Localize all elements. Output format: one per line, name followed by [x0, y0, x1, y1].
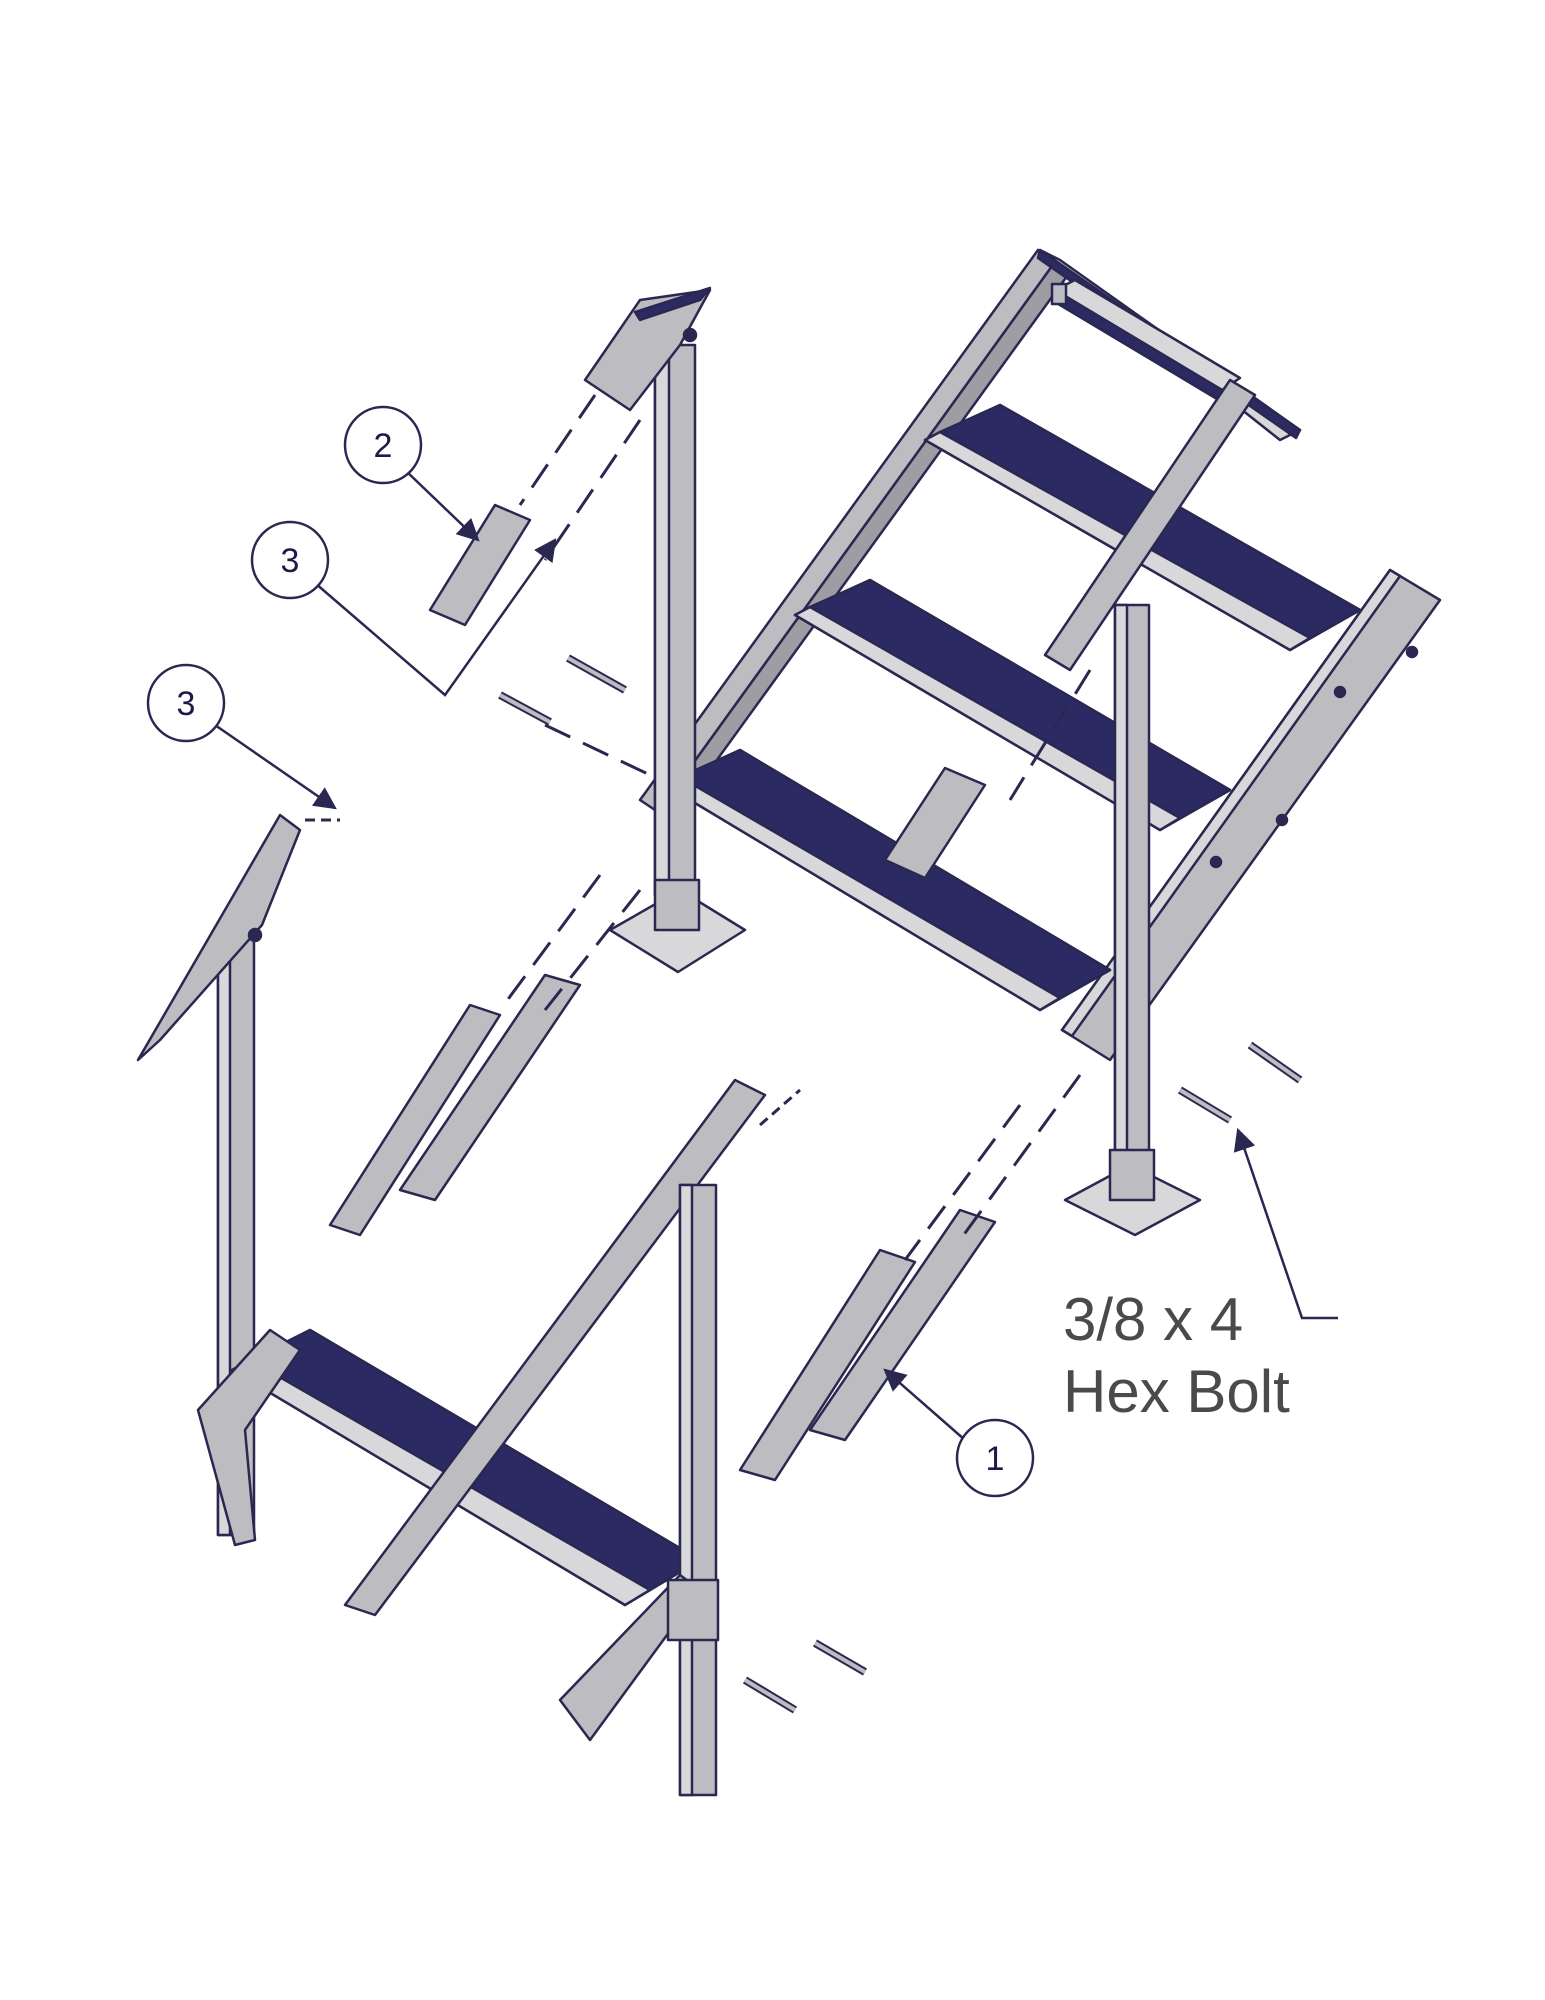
leader-callout-3-left	[214, 723, 337, 810]
alignment-lines	[305, 394, 1092, 1261]
bolt-upper-left-1	[566, 654, 627, 694]
sleeve-on-tread	[883, 766, 987, 880]
leader-callout-2	[404, 469, 480, 542]
hex-bolt-label-line2: Hex Bolt	[1063, 1358, 1290, 1425]
leader-callout-3-upper	[314, 538, 557, 697]
channel-left-a	[328, 1003, 502, 1237]
loose-parts	[328, 503, 1303, 1714]
upper-stair-assembly	[583, 248, 1442, 1237]
bolt-lower-1	[812, 1639, 868, 1676]
callout-label-1: 1	[986, 1440, 1005, 1478]
upper-tread-1	[1050, 278, 1242, 404]
callout-label-3-upper: 3	[281, 542, 300, 580]
callout-bubble-3-upper: 3	[250, 520, 330, 600]
bolt-right-1	[1247, 1041, 1303, 1084]
callout-label-3-left: 3	[177, 685, 196, 723]
upper-tread-4	[663, 748, 1112, 1012]
callout-leaders	[214, 469, 1338, 1441]
callout-bubble-2: 2	[343, 405, 423, 485]
upper-handrail-diagonal	[1043, 378, 1257, 672]
lower-left-post-cap	[136, 813, 302, 1062]
bolt-lower-2	[742, 1676, 798, 1714]
leader-callout-1	[883, 1368, 966, 1441]
bolt-upper-left-2	[498, 691, 552, 726]
channel-right-b	[808, 1208, 997, 1442]
callout-label-2: 2	[374, 427, 393, 465]
callout-bubble-1: 1	[955, 1418, 1035, 1498]
lower-handrail-diagonal	[343, 1078, 767, 1617]
lower-stringer-foot	[196, 1328, 302, 1547]
channel-right-a	[738, 1248, 917, 1482]
upper-left-post-cap	[583, 288, 712, 412]
sleeve-part-2	[428, 503, 532, 627]
channel-left-b	[398, 973, 582, 1202]
leader-hex-bolt	[1233, 1127, 1338, 1320]
bolt-right-2	[1177, 1086, 1233, 1124]
upper-tread-3	[793, 578, 1232, 832]
hex-bolt-label-line1: 3/8 x 4	[1063, 1286, 1243, 1353]
hex-bolt-label: 3/8 x 4 Hex Bolt	[1063, 1286, 1290, 1425]
lower-stair-assembly	[136, 813, 767, 1797]
callout-bubble-3-left: 3	[146, 663, 226, 743]
